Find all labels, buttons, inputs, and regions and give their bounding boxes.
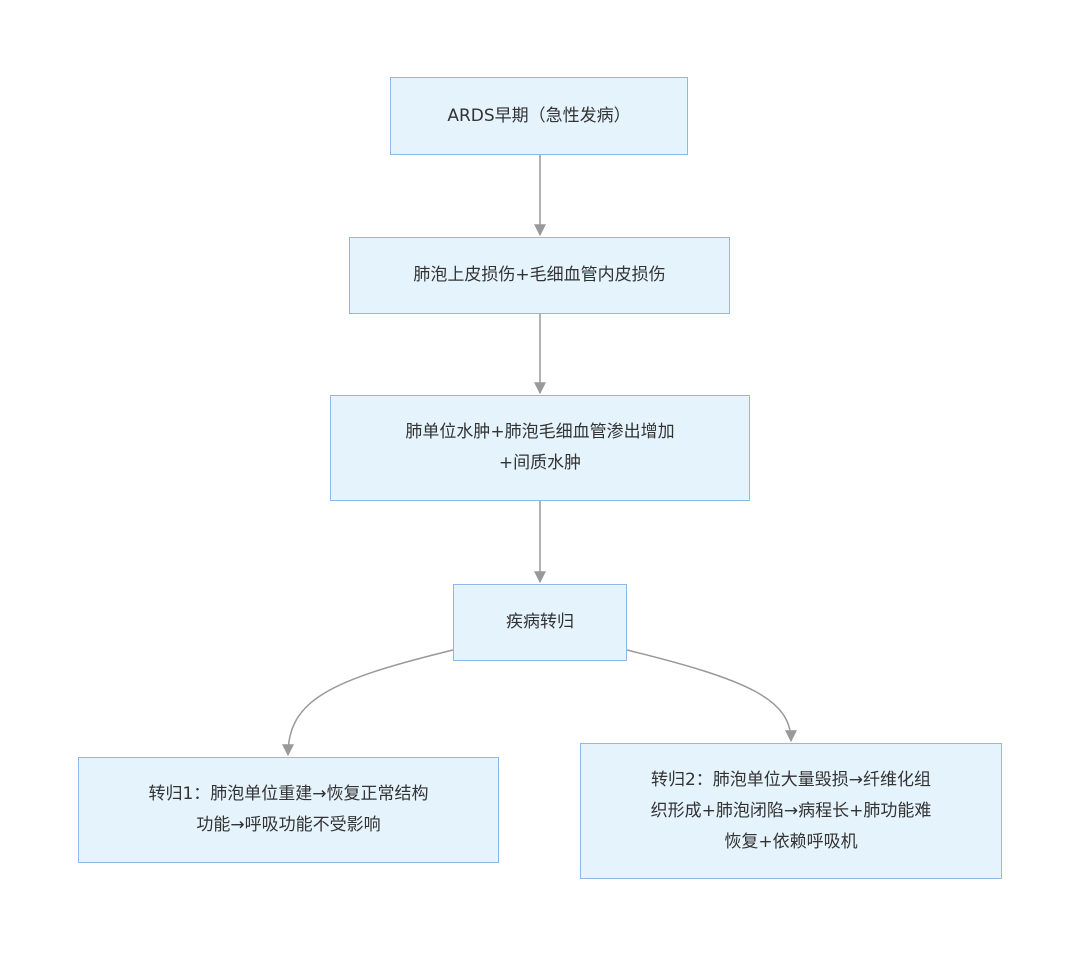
node-outcome-2-label: 转归2：肺泡单位大量毁损→纤维化组 织形成+肺泡闭陷→病程长+肺功能难 恢复+依…	[650, 769, 932, 852]
node-alveolar-edema: 肺单位水肿+肺泡毛细血管渗出增加 +间质水肿	[330, 395, 750, 501]
node-outcome-1-label: 转归1：肺泡单位重建→恢复正常结构 功能→呼吸功能不受影响	[148, 784, 429, 835]
node-injury-label: 肺泡上皮损伤+毛细血管内皮损伤	[413, 265, 666, 285]
edge-outcome-to-outcome2	[626, 649, 797, 743]
node-outcome-1: 转归1：肺泡单位重建→恢复正常结构 功能→呼吸功能不受影响	[78, 757, 499, 863]
node-edema-label: 肺单位水肿+肺泡毛细血管渗出增加 +间质水肿	[405, 422, 675, 473]
node-ards-early: ARDS早期（急性发病）	[390, 77, 688, 155]
edge-outcome-to-outcome1	[282, 649, 454, 757]
node-outcome-label: 疾病转归	[506, 612, 574, 632]
node-ards-early-label: ARDS早期（急性发病）	[447, 105, 631, 126]
node-epithelial-endothelial-injury: 肺泡上皮损伤+毛细血管内皮损伤	[349, 237, 730, 314]
node-outcome-2: 转归2：肺泡单位大量毁损→纤维化组 织形成+肺泡闭陷→病程长+肺功能难 恢复+依…	[580, 743, 1002, 879]
node-disease-outcome: 疾病转归	[453, 584, 627, 661]
